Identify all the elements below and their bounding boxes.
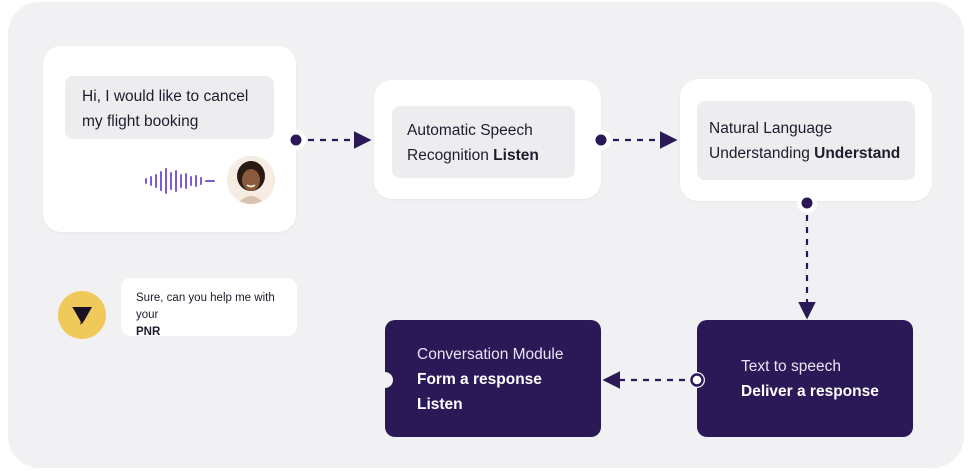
- sound-wave-icon: [145, 168, 215, 194]
- connector-tts-to-conversation: [602, 371, 704, 389]
- asr-title: Automatic Speech: [407, 122, 533, 139]
- asr-card: Automatic Speech Recognition Listen: [374, 80, 601, 199]
- nlu-title: Natural Language: [709, 120, 833, 137]
- asr-action: Listen: [493, 147, 539, 164]
- brand-logo-icon: [58, 291, 106, 339]
- user-message-line1: Hi, I would like to cancel: [82, 88, 249, 105]
- conversation-notch: [377, 372, 393, 388]
- user-message-line2: my flight booking: [82, 113, 199, 130]
- nlu-prefix: Understanding: [709, 145, 810, 162]
- text-to-speech-card: Text to speech Deliver a response: [697, 320, 913, 437]
- connector-nlu-to-tts: [797, 193, 817, 320]
- bot-message-line1: Sure, can you help me with: [136, 292, 275, 304]
- user-message-bubble: Hi, I would like to cancel my flight boo…: [65, 76, 274, 139]
- nlu-box: Natural Language Understanding Understan…: [697, 101, 915, 180]
- asr-prefix: Recognition: [407, 147, 489, 164]
- connector-user-to-asr: [286, 130, 372, 150]
- conversation-title: Conversation Module: [417, 346, 564, 363]
- nlu-action: Understand: [814, 145, 901, 162]
- asr-line2: Recognition Listen: [407, 143, 575, 168]
- bot-message-bubble: Sure, can you help me with your PNR: [121, 278, 297, 338]
- bot-message-line2: your PNR: [136, 307, 297, 341]
- asr-box: Automatic Speech Recognition Listen: [392, 106, 575, 178]
- tts-action: Deliver a response: [741, 383, 879, 400]
- conversation-action1: Form a response: [417, 371, 542, 388]
- nlu-card: Natural Language Understanding Understan…: [680, 79, 932, 201]
- bot-message-pnr: PNR: [136, 326, 161, 338]
- user-avatar: [227, 156, 275, 204]
- nlu-line2: Understanding Understand: [709, 141, 915, 166]
- bot-message-prefix: your: [136, 309, 159, 321]
- connector-asr-to-nlu: [591, 130, 678, 150]
- tts-title: Text to speech: [741, 358, 841, 375]
- conversation-module-card: Conversation Module Form a response List…: [385, 320, 601, 437]
- conversation-action2: Listen: [417, 396, 463, 413]
